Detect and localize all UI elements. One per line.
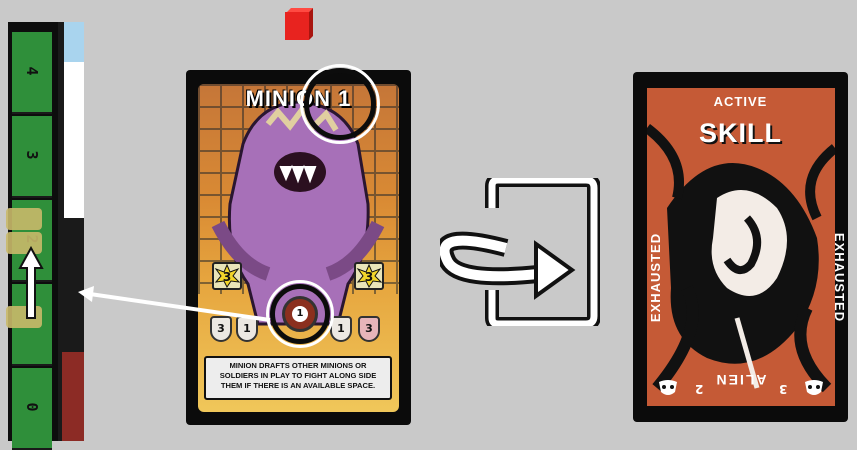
exhausted-label-left: EXHAUSTED <box>648 233 663 322</box>
red-cube-token[interactable] <box>281 6 315 44</box>
shield-value: 1 <box>332 322 350 335</box>
track-cell-3[interactable]: 3 <box>12 116 52 198</box>
token-value: 1 <box>292 306 308 322</box>
heart-badge: 3 <box>358 316 380 342</box>
minion-card-description: MINION DRAFTS OTHER MINIONS OR SOLDIERS … <box>204 356 392 400</box>
alien-mask-icon <box>803 378 825 398</box>
cost-right: 3 <box>779 382 787 396</box>
track-cell-label: 0 <box>23 395 41 419</box>
track-marker-top[interactable] <box>6 208 42 230</box>
minion-card[interactable]: MINION 1 3 3 3 1 1 3 MINION DRAFTS OTHER… <box>186 70 411 425</box>
exhausted-label-right: EXHAUSTED <box>832 233 847 322</box>
adjacent-card-art <box>58 22 84 441</box>
track-cell-4[interactable]: 4 <box>12 32 52 114</box>
gear-token-icon[interactable]: 1 <box>282 296 318 332</box>
track-cell-label: 3 <box>23 143 41 167</box>
skill-card-title: SKILL <box>633 118 848 149</box>
heart-value: 3 <box>360 322 378 335</box>
art-red-figure <box>62 352 84 441</box>
track-cell-0[interactable]: 0 <box>12 368 52 450</box>
swap-arrow-icon <box>440 178 600 326</box>
skill-card[interactable]: ACTIVE SKILL EXHAUSTED EXHAUSTED ALIEN 2… <box>633 72 848 422</box>
title-ring-outline <box>300 64 380 144</box>
cost-left: 2 <box>695 382 703 396</box>
attack-value-right: 3 <box>356 270 382 284</box>
pointer-arrow-icon <box>76 280 276 330</box>
up-arrow-icon <box>18 246 44 320</box>
art-sky-top <box>64 22 84 62</box>
skill-status-label: ACTIVE <box>633 94 848 109</box>
attack-badge-right: 3 <box>354 262 384 290</box>
alien-mask-icon <box>657 378 679 398</box>
track-cell-label: 4 <box>23 59 41 83</box>
